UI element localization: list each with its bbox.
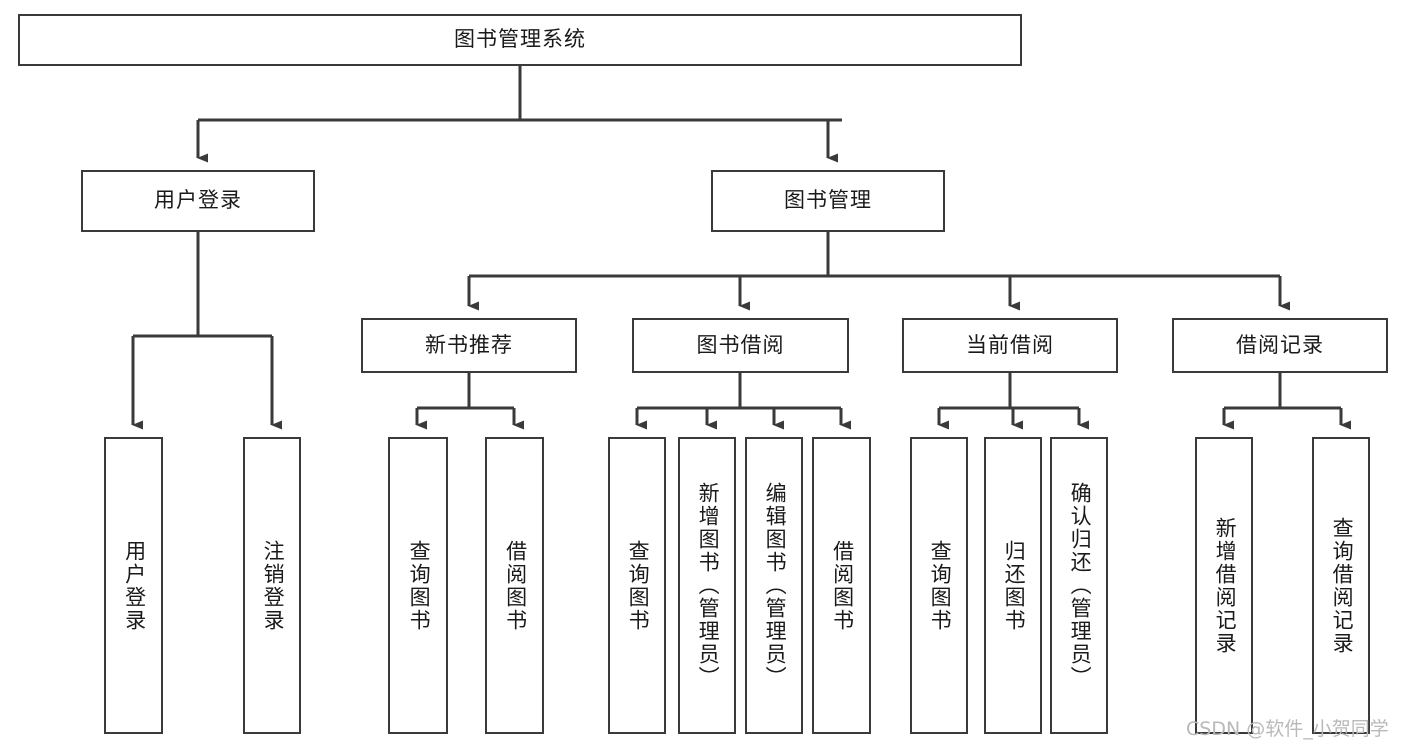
node-borrow-record-label: 借阅记录 [1236, 333, 1324, 357]
leaf-return-book[interactable]: 归还图书 [984, 437, 1042, 734]
leaf-query-book-borrow[interactable]: 查询图书 [608, 437, 666, 734]
leaf-query-book-recommend[interactable]: 查询图书 [388, 437, 448, 734]
node-book-borrow-label: 图书借阅 [696, 333, 785, 357]
leaf-borrow-book[interactable]: 借阅图书 [812, 437, 871, 734]
leaf-return-book-label: 归还图书 [1002, 539, 1026, 632]
leaf-query-book-recommend-label: 查询图书 [407, 539, 431, 632]
leaf-borrow-book-recommend[interactable]: 借阅图书 [485, 437, 544, 734]
leaf-query-borrow-record-label: 查询借阅记录 [1330, 516, 1354, 655]
leaf-add-borrow-record[interactable]: 新增借阅记录 [1195, 437, 1253, 734]
node-book-manage-label: 图书管理 [784, 189, 872, 213]
leaf-logout-label: 注销登录 [261, 539, 285, 632]
node-new-book-recommend-label: 新书推荐 [425, 333, 513, 357]
leaf-borrow-book-recommend-label: 借阅图书 [503, 539, 527, 632]
leaf-edit-book[interactable]: 编辑图书（管理员） [745, 437, 803, 734]
leaf-edit-book-label: 编辑图书（管理员） [763, 482, 787, 689]
leaf-add-book[interactable]: 新增图书（管理员） [678, 437, 736, 734]
leaf-query-book-borrow-label: 查询图书 [626, 539, 650, 632]
leaf-query-book-current-label: 查询图书 [928, 539, 952, 632]
node-new-book-recommend[interactable]: 新书推荐 [361, 318, 577, 373]
node-current-borrow[interactable]: 当前借阅 [902, 318, 1118, 373]
node-borrow-record[interactable]: 借阅记录 [1172, 318, 1388, 373]
leaf-add-book-label: 新增图书（管理员） [696, 482, 720, 689]
leaf-query-borrow-record[interactable]: 查询借阅记录 [1312, 437, 1370, 734]
node-book-manage[interactable]: 图书管理 [711, 170, 945, 232]
leaf-borrow-book-label: 借阅图书 [830, 539, 854, 632]
node-user-login[interactable]: 用户登录 [81, 170, 315, 232]
node-book-borrow[interactable]: 图书借阅 [632, 318, 849, 373]
leaf-query-book-current[interactable]: 查询图书 [910, 437, 968, 734]
node-current-borrow-label: 当前借阅 [966, 333, 1054, 357]
leaf-confirm-return[interactable]: 确认归还（管理员） [1050, 437, 1108, 734]
node-user-login-label: 用户登录 [154, 189, 242, 213]
leaf-user-login-label: 用户登录 [122, 539, 146, 632]
node-root[interactable]: 图书管理系统 [18, 14, 1022, 66]
leaf-confirm-return-label: 确认归还（管理员） [1068, 482, 1092, 689]
leaf-logout[interactable]: 注销登录 [243, 437, 301, 734]
leaf-add-borrow-record-label: 新增借阅记录 [1213, 516, 1237, 655]
node-root-label: 图书管理系统 [454, 28, 586, 52]
leaf-user-login[interactable]: 用户登录 [104, 437, 163, 734]
